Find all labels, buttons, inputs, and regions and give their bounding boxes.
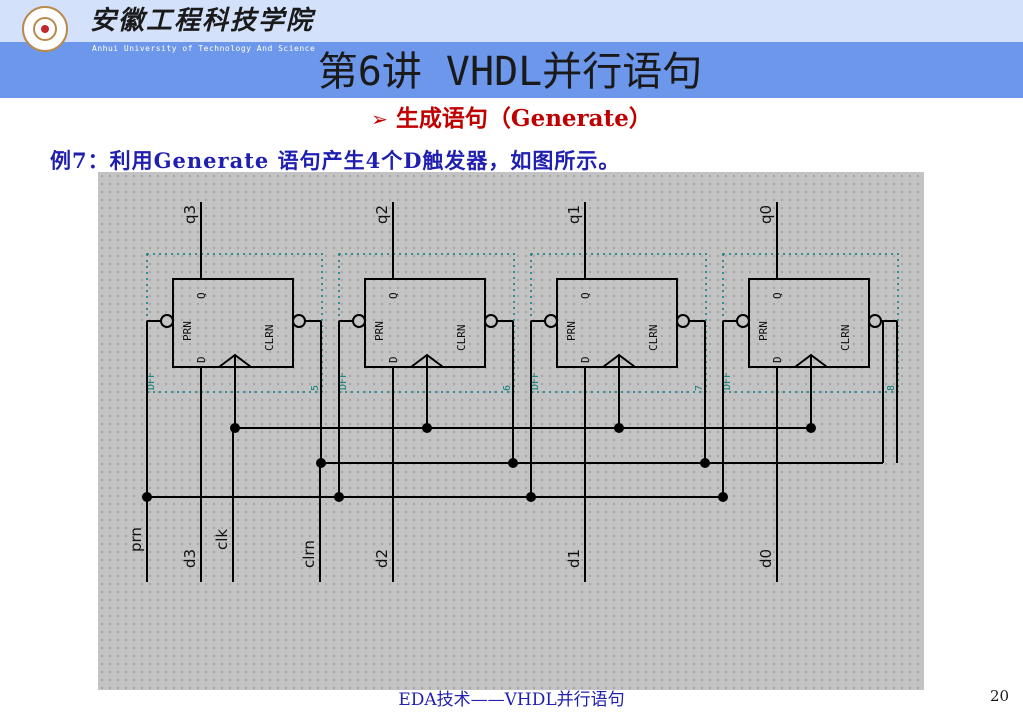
- pin-clrn-label: CLRN: [839, 325, 852, 352]
- pin-d-label: D: [579, 356, 592, 363]
- pin-prn-label: PRN: [757, 321, 770, 341]
- pin-prn-label: PRN: [565, 321, 578, 341]
- q-output-label: q0: [757, 205, 775, 224]
- pin-prn-label: PRN: [181, 321, 194, 341]
- section-heading-text: 生成语句（Generate）: [395, 105, 652, 132]
- header-top-band: [0, 0, 1023, 42]
- q-output-label: q3: [181, 205, 199, 224]
- section-heading: ➢ 生成语句（Generate）: [0, 104, 1023, 134]
- prn-inverter-bubble: [736, 314, 750, 328]
- dff-instance-name: DFF: [722, 372, 733, 390]
- dff-schematic: PRN Q CLRN D DFF 5 q3 d3 PRN Q CLRN D DFF 6 q2 d2 PRN Q CL…: [98, 172, 924, 690]
- q-output-label: q1: [565, 205, 583, 224]
- header-title-bar: [0, 42, 1023, 98]
- pin-prn-label: PRN: [373, 321, 386, 341]
- pin-d-label: D: [387, 356, 400, 363]
- page-number: 20: [990, 687, 1010, 705]
- pin-d-label: D: [195, 356, 208, 363]
- pin-q-label: Q: [387, 292, 400, 299]
- dff-instance-number: 7: [694, 385, 705, 391]
- dff-instance-number: 8: [886, 385, 897, 391]
- pin-clrn-label: CLRN: [263, 325, 276, 352]
- footer-course-title: EDA技术——VHDL并行语句: [398, 690, 625, 710]
- prn-inverter-bubble: [160, 314, 174, 328]
- dff-instance-number: 5: [310, 385, 321, 391]
- example-description: 例7：利用Generate 语句产生4个D触发器，如图所示。: [50, 148, 621, 173]
- dff-instance-name: DFF: [530, 372, 541, 390]
- d-input-label: d3: [181, 549, 199, 568]
- dff-instance-number: 6: [502, 385, 513, 391]
- d-input-label: d1: [565, 549, 583, 568]
- clrn-inverter-bubble: [484, 314, 498, 328]
- clk-signal-label: clk: [213, 529, 231, 550]
- pin-q-label: Q: [579, 292, 592, 299]
- schematic-canvas: PRN Q CLRN D DFF 5 q3 d3 PRN Q CLRN D DFF 6 q2 d2 PRN Q CL…: [127, 202, 899, 582]
- q-output-label: q2: [373, 205, 391, 224]
- pin-q-label: Q: [771, 292, 784, 299]
- prn-inverter-bubble: [352, 314, 366, 328]
- pin-d-label: D: [771, 356, 784, 363]
- clrn-inverter-bubble: [676, 314, 690, 328]
- clrn-inverter-bubble: [868, 314, 882, 328]
- slide-title: 第6讲 VHDL并行语句: [317, 49, 703, 95]
- university-name-en: Anhui University of Technology And Scien…: [92, 44, 316, 53]
- d-input-label: d0: [757, 549, 775, 568]
- pin-q-label: Q: [195, 292, 208, 299]
- pin-clrn-label: CLRN: [647, 325, 660, 352]
- bullet-arrow-icon: ➢: [371, 107, 388, 131]
- d-input-label: d2: [373, 549, 391, 568]
- pin-clrn-label: CLRN: [455, 325, 468, 352]
- clrn-signal-label: clrn: [300, 540, 318, 568]
- prn-inverter-bubble: [544, 314, 558, 328]
- university-name: 安徽工程科技学院: [90, 6, 315, 36]
- dff-instance-name: DFF: [146, 372, 157, 390]
- clrn-inverter-bubble: [292, 314, 306, 328]
- university-logo-icon: [22, 6, 68, 52]
- dff-instance-name: DFF: [338, 372, 349, 390]
- prn-signal-label: prn: [127, 527, 145, 552]
